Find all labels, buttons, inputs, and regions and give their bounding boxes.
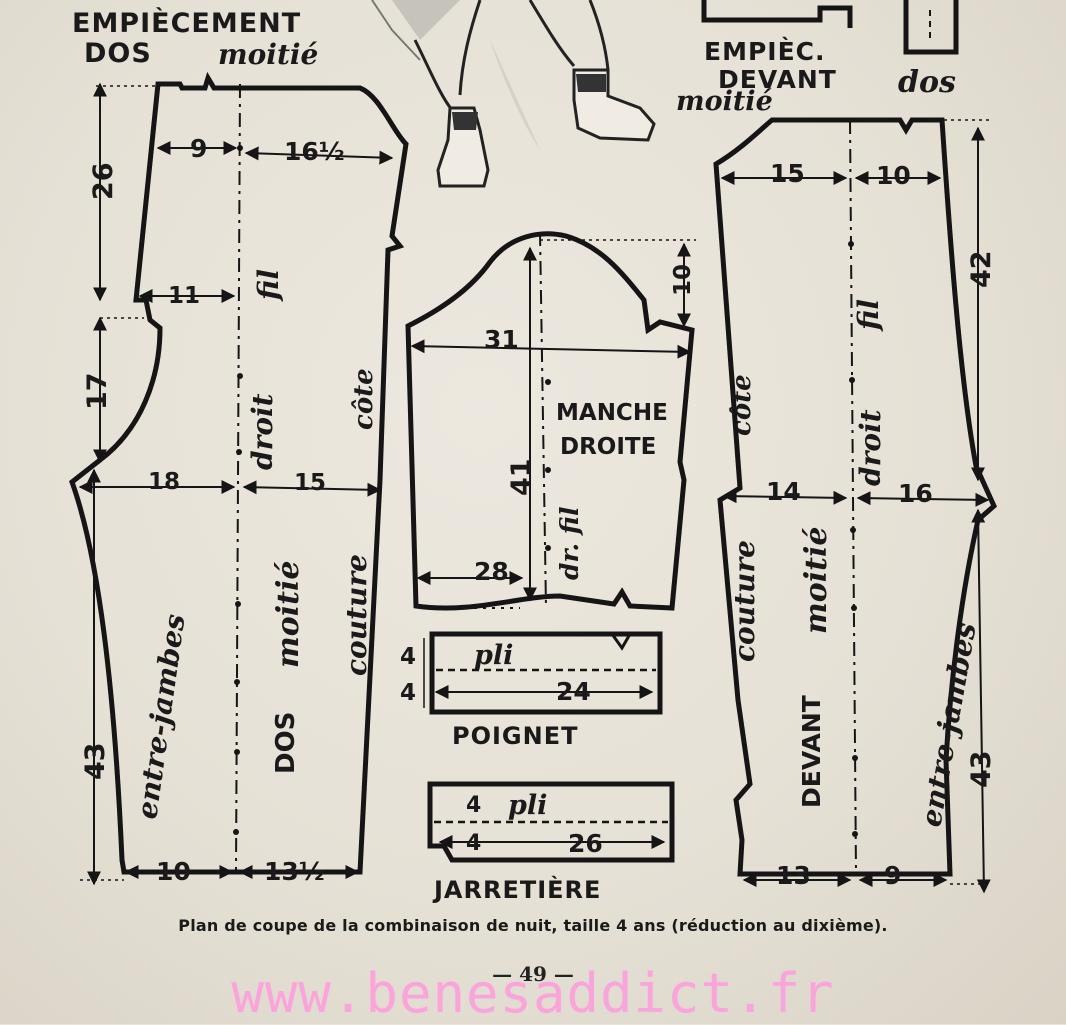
back-dots: [233, 145, 243, 835]
front-moitie-label: moitié: [799, 527, 834, 635]
dim-poignet-4b: 4: [400, 680, 416, 706]
dim-back-26: 26: [88, 162, 119, 200]
poignet-pli-label: pli: [474, 640, 513, 671]
back-droit-label: droit: [246, 393, 279, 470]
sleeve-dr-fil-label: dr. fil: [555, 507, 584, 580]
empiecement-label: EMPIÈCEMENT: [72, 7, 301, 39]
dim-back-15: 15: [294, 470, 326, 496]
empiec-devant-moitie-label: moitié: [676, 86, 773, 117]
dim-back-17: 17: [82, 372, 113, 410]
dim-poignet-4a: 4: [400, 644, 416, 670]
front-dots: [848, 241, 858, 837]
dim-jarretiere-4a: 4: [466, 793, 481, 818]
empiecement-moitie-label: moitié: [218, 38, 318, 71]
dim-back-10: 10: [156, 857, 191, 886]
front-droit-label: droit: [854, 409, 887, 486]
sleeve-piece: 10 31 41 28 MANCHE DROITE dr. fil: [405, 231, 696, 611]
figure-caption: Plan de coupe de la combinaison de nuit,…: [178, 916, 888, 935]
dim-sleeve-10: 10: [670, 264, 696, 296]
top-right-piece-fragment: [701, 0, 959, 55]
dim-front-16: 16: [898, 479, 933, 508]
front-entre-jambes-label: entre-jambes: [914, 620, 982, 829]
dim-back-18: 18: [148, 469, 180, 495]
back-couture-label: couture: [340, 554, 373, 676]
dim-front-13: 13: [776, 861, 811, 890]
back-cote-label: côte: [349, 368, 379, 430]
dim-back-16-5: 16½: [284, 137, 345, 166]
page-number: — 49 —: [492, 962, 574, 986]
dim-jarretiere-26: 26: [568, 829, 603, 858]
droite-label: DROITE: [560, 434, 656, 460]
dim-sleeve-41: 41: [506, 458, 537, 496]
jarretiere-pli-label: pli: [508, 790, 547, 821]
watermark-url: www.benesaddict.fr: [231, 962, 835, 1025]
dim-front-9: 9: [884, 861, 901, 890]
dim-back-13-5: 13½: [264, 857, 325, 886]
dim-back-11: 11: [168, 283, 200, 309]
dim-front-15: 15: [770, 159, 805, 188]
front-devant-label: DEVANT: [797, 695, 826, 808]
back-moitie-label: moitié: [271, 561, 306, 669]
dim-poignet-24: 24: [556, 677, 591, 706]
jarretiere-piece: 4 4 pli 26 JARRETIÈRE: [427, 781, 675, 904]
dim-back-43: 43: [80, 742, 111, 780]
dim-front-14: 14: [766, 477, 801, 506]
sleeve-dots: [545, 379, 551, 551]
jarretiere-label: JARRETIÈRE: [432, 875, 601, 904]
dos-right-label: dos: [898, 65, 956, 100]
dim-front-42: 42: [966, 250, 997, 288]
empiec-devant-label: EMPIÈC.: [704, 37, 826, 66]
child-illustration: [371, 0, 656, 188]
dim-sleeve-31: 31: [484, 325, 519, 354]
front-cote-label: côte: [727, 374, 757, 436]
back-fil-label: fil: [252, 269, 285, 302]
empiecement-dos-label: DOS: [84, 38, 152, 69]
back-dos-label: DOS: [271, 712, 301, 774]
back-piece: 26 17 43 9 16½ 11 18 15 10 13½ fil droit…: [69, 71, 409, 886]
dim-front-10: 10: [876, 161, 911, 190]
empiec-devant-label-2: DEVANT: [718, 65, 837, 94]
manche-label: MANCHE: [556, 400, 668, 426]
poignet-piece: 4 4 pli 24 POIGNET: [400, 631, 663, 750]
dim-sleeve-28: 28: [474, 557, 509, 586]
back-entre-jambes-label: entre-jambes: [130, 612, 191, 821]
front-couture-label: couture: [728, 540, 761, 662]
dim-jarretiere-4b: 4: [466, 831, 481, 856]
dim-back-9: 9: [190, 134, 207, 163]
front-fil-label: fil: [852, 299, 885, 332]
poignet-label: POIGNET: [452, 722, 578, 750]
dim-front-43: 43: [966, 750, 997, 788]
front-piece: 15 10 42 14 16 43 13 9 fil droit moitié …: [713, 117, 998, 894]
